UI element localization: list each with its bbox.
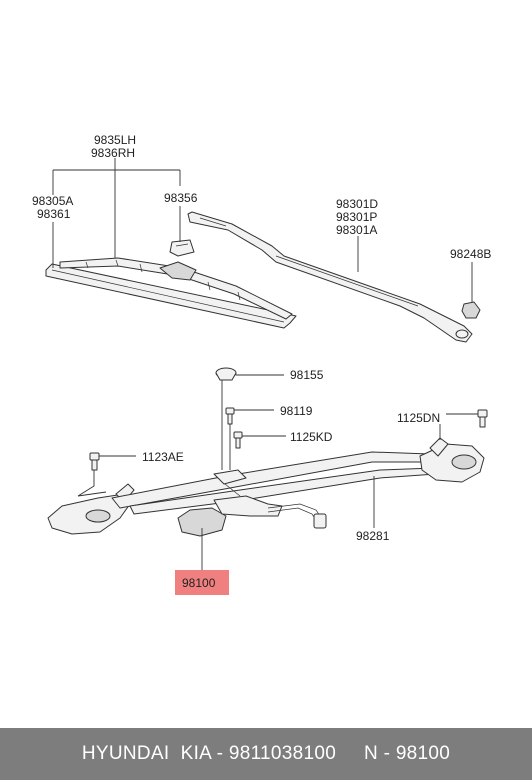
wiper-linkage — [47, 437, 485, 537]
wiper-parts-diagram: 9835LH 9836RH 98305A 98361 98356 98301D … — [32, 133, 491, 595]
label-1125dn: 1125DN — [397, 411, 440, 425]
arm-nut — [461, 301, 481, 319]
label-9835lh: 9835LH — [94, 133, 136, 147]
label-9836rh: 9836RH — [91, 146, 135, 160]
label-98356: 98356 — [164, 191, 198, 205]
label-98361: 98361 — [37, 207, 71, 221]
wiper-arm — [187, 211, 473, 343]
label-98301p: 98301P — [336, 210, 377, 224]
label-1125kd: 1125KD — [290, 430, 333, 444]
label-98301d: 98301D — [336, 197, 378, 211]
label-98305a: 98305A — [32, 194, 73, 208]
wiper-blade — [45, 257, 297, 329]
label-98248b: 98248B — [450, 247, 491, 261]
highlight-box-98100 — [175, 570, 229, 595]
label-1123ae: 1123AE — [142, 450, 184, 464]
label-98119: 98119 — [280, 404, 313, 418]
footer-bar: HYUNDAI KIA - 9811038100 N - 98100 — [0, 728, 532, 780]
label-98301a: 98301A — [336, 223, 377, 237]
label-98281: 98281 — [356, 529, 390, 543]
label-98100: 98100 — [182, 576, 216, 590]
part-labels: 9835LH 9836RH 98305A 98361 98356 98301D … — [32, 133, 491, 590]
blade-clip — [169, 239, 195, 257]
hardware — [89, 367, 488, 471]
leader-lines — [52, 158, 478, 570]
footer-part-number: HYUNDAI KIA - 9811038100 N - 98100 — [81, 743, 451, 764]
label-98155: 98155 — [290, 368, 324, 382]
